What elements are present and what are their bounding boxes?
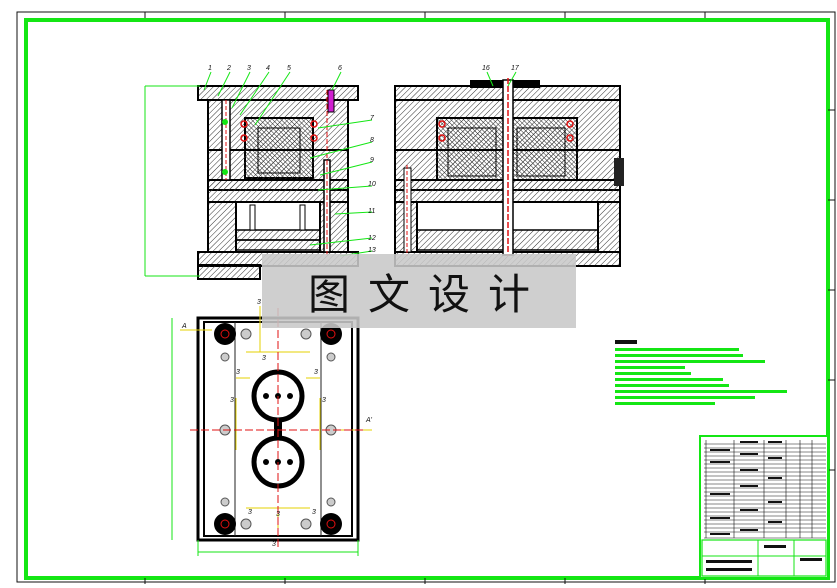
part-number: 11 (368, 208, 375, 215)
part-number-labels: 1 2 3 4 5 6 7 8 9 10 11 12 13 16 17 (208, 65, 520, 254)
part-number: 9 (370, 157, 374, 164)
part-number: 16 (482, 65, 490, 72)
technical-notes (615, 340, 787, 405)
left-section-view (144, 71, 373, 280)
watermark-banner: 图文设计 (262, 254, 576, 328)
part-number: 17 (511, 65, 520, 72)
section-mark-a-prime: A' (365, 417, 373, 424)
zone-ticks (144, 12, 835, 584)
part-number: 1 (208, 65, 212, 72)
title-block (699, 435, 829, 579)
watermark-text: 图文设计 (307, 269, 548, 319)
dimension-mark: 3 (236, 369, 240, 376)
part-number: 6 (338, 65, 342, 72)
right-section-view (394, 71, 624, 267)
part-number: 4 (266, 65, 270, 72)
inner-border (24, 18, 830, 580)
dimension-mark: 3 (312, 509, 316, 516)
dimension-mark: 3 (272, 541, 276, 548)
part-number: 5 (287, 65, 291, 72)
dimension-mark: 3 (257, 299, 261, 306)
outer-frame (16, 11, 836, 583)
plan-view: 3 3 3 3 3 3 3 3 3 3 A A' (171, 299, 373, 556)
part-number: 10 (368, 181, 376, 188)
part-number: 12 (368, 235, 376, 242)
part-number: 13 (368, 247, 376, 254)
part-number: 3 (247, 65, 251, 72)
section-mark-a: A (181, 323, 187, 330)
dimension-mark: 3 (322, 397, 326, 404)
dimension-mark: 3 (276, 511, 280, 518)
dimension-mark: 3 (262, 355, 266, 362)
part-number: 2 (226, 65, 231, 72)
part-number: 7 (370, 115, 375, 122)
dimension-mark: 3 (230, 397, 234, 404)
dimension-mark: 3 (248, 509, 252, 516)
part-number: 8 (370, 137, 374, 144)
dimension-mark: 3 (314, 369, 318, 376)
